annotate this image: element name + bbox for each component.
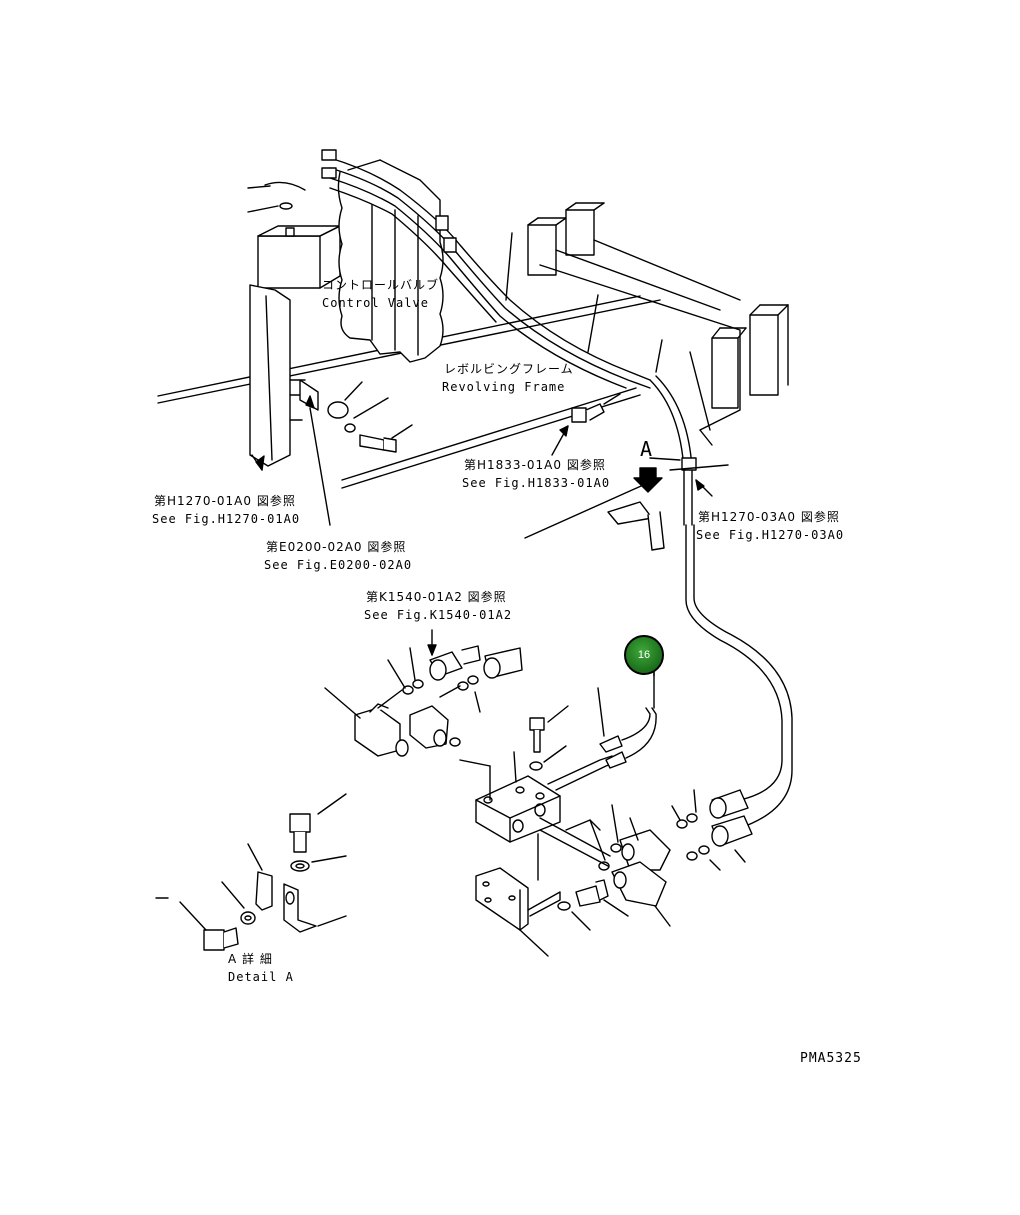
drawing-code: PMA5325 <box>800 1051 862 1066</box>
detail-a-drawing <box>155 793 347 951</box>
ref-k1540-label-jp: 第K1540-01A2 図参照 <box>366 590 507 604</box>
hose-bundle <box>321 149 663 389</box>
ref-h1270-03-label-en: See Fig.H1270-03A0 <box>696 528 845 542</box>
revolving-frame-label-en: Revolving Frame <box>442 380 566 394</box>
ref-e0200-label-en: See Fig.E0200-02A0 <box>264 558 413 572</box>
control-valve-label-jp: コントロールバルブ <box>322 278 440 292</box>
control-valve-label-en: Control Valve <box>322 296 429 310</box>
detail-a-label-en: Detail A <box>228 970 294 984</box>
ref-k1540-label-en: See Fig.K1540-01A2 <box>364 608 513 622</box>
revolving-frame-label-jp: レボルビングフレーム <box>444 362 574 376</box>
frame-tanks <box>527 202 789 446</box>
ref-h1833-label-jp: 第H1833-01A0 図参照 <box>464 458 606 472</box>
valve-assembly <box>324 629 753 957</box>
control-valve <box>337 159 444 363</box>
arrow-a-label: A <box>640 437 653 461</box>
ref-h1270-01-label-jp: 第H1270-01A0 図参照 <box>154 494 296 508</box>
detail-a-label-jp: A 詳 細 <box>228 952 273 966</box>
bolt-h1833 <box>551 393 621 456</box>
long-hose <box>607 375 793 829</box>
column-assembly <box>247 181 341 471</box>
ref-h1270-03-label-jp: 第H1270-03A0 図参照 <box>698 510 840 524</box>
ref-e0200-label-jp: 第E0200-02A0 図参照 <box>266 540 407 554</box>
clamp-e0200 <box>299 379 413 526</box>
arrow-a <box>633 467 663 493</box>
part-callout-16[interactable]: 16 <box>624 635 664 675</box>
ref-h1833-label-en: See Fig.H1833-01A0 <box>462 476 611 490</box>
ref-h1270-01-label-en: See Fig.H1270-01A0 <box>152 512 301 526</box>
